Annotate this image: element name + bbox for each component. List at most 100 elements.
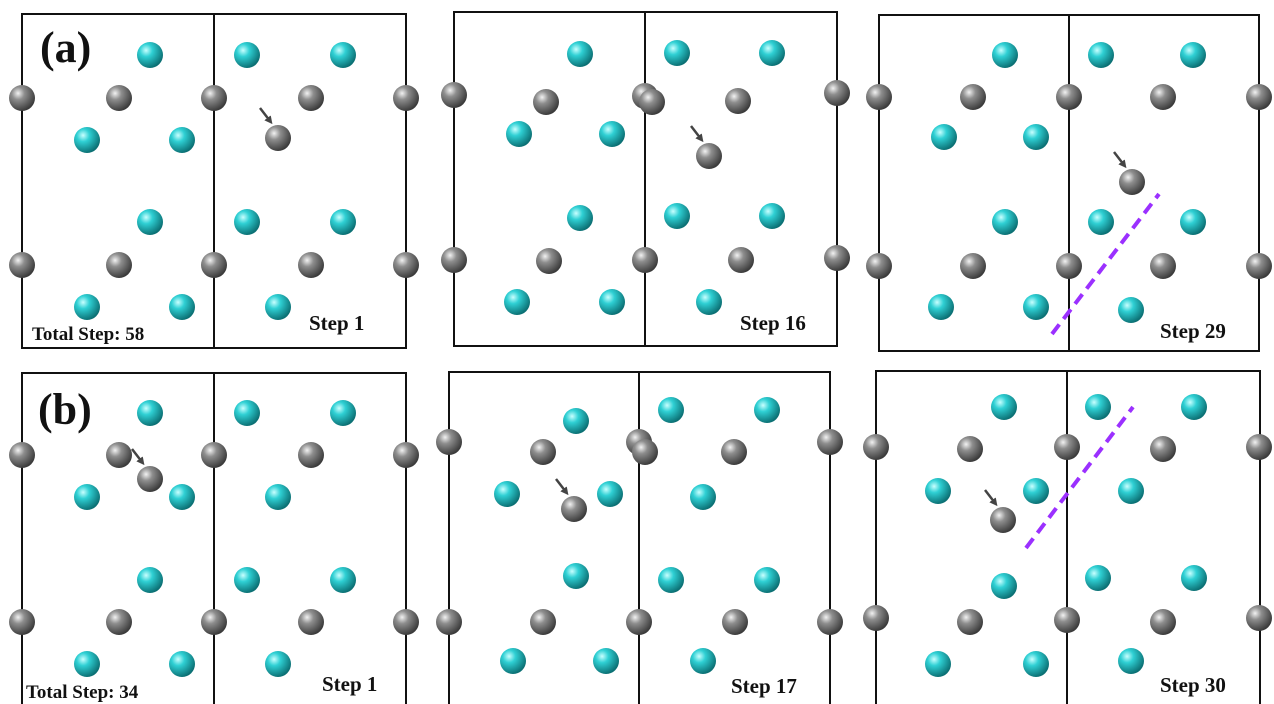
panel-b1-atoms: [9, 400, 419, 677]
gray-atom: [436, 609, 462, 635]
panel-a3-step-label: Step 29: [1160, 319, 1226, 343]
cyan-atom: [1180, 42, 1206, 68]
cyan-atom: [234, 209, 260, 235]
cyan-atom: [696, 289, 722, 315]
cyan-atom: [137, 567, 163, 593]
gray-atom: [725, 88, 751, 114]
row-a-letter: (a): [40, 23, 91, 72]
panel-a2-step-label: Step 16: [740, 311, 806, 335]
cyan-atom: [169, 294, 195, 320]
panel-b3-step-label: Step 30: [1160, 673, 1226, 697]
panel-b3: Step 30: [863, 370, 1272, 704]
cyan-atom: [991, 394, 1017, 420]
gray-atom: [9, 609, 35, 635]
cyan-atom: [759, 203, 785, 229]
gray-atom: [1246, 84, 1272, 110]
cyan-atom: [928, 294, 954, 320]
panel-b3-atoms: [863, 394, 1272, 677]
cyan-atom: [754, 567, 780, 593]
gray-atom: [393, 252, 419, 278]
cyan-atom: [74, 651, 100, 677]
cyan-atom: [1088, 209, 1114, 235]
gray-atom: [201, 442, 227, 468]
gray-atom: [1150, 84, 1176, 110]
gray-atom: [1246, 605, 1272, 631]
cyan-atom: [265, 651, 291, 677]
gray-atom: [201, 252, 227, 278]
gray-atom: [298, 442, 324, 468]
gray-atom: [298, 252, 324, 278]
gray-atom: [721, 439, 747, 465]
gray-atom: [393, 609, 419, 635]
migration-arrow-icon: [690, 125, 704, 143]
gray-atom: [201, 85, 227, 111]
cyan-atom: [1088, 42, 1114, 68]
panel-b1: Total Step: 34 Step 1: [9, 372, 419, 704]
gray-atom: [1150, 253, 1176, 279]
cyan-atom: [664, 40, 690, 66]
cyan-atom: [1023, 651, 1049, 677]
panel-a2-atoms: [441, 40, 850, 315]
gray-atom: [298, 609, 324, 635]
gray-atom: [106, 252, 132, 278]
gray-atom: [626, 609, 652, 635]
gray-atom: [436, 429, 462, 455]
cyan-atom: [1118, 297, 1144, 323]
gray-atom: [393, 442, 419, 468]
gray-atom: [960, 253, 986, 279]
panel-a3-atoms: [866, 42, 1272, 323]
cyan-atom: [563, 563, 589, 589]
gray-atom: [632, 439, 658, 465]
cyan-atom: [1023, 124, 1049, 150]
gray-atom: [863, 434, 889, 460]
panel-b2-atoms: [436, 397, 843, 674]
gray-atom: [817, 609, 843, 635]
cyan-atom: [330, 567, 356, 593]
cyan-atom: [137, 209, 163, 235]
panel-b1-step-label: Step 1: [322, 672, 377, 696]
cyan-atom: [1085, 565, 1111, 591]
cyan-atom: [1085, 394, 1111, 420]
gray-atom: [530, 609, 556, 635]
cyan-atom: [658, 567, 684, 593]
cyan-atom: [137, 400, 163, 426]
cyan-atom: [593, 648, 619, 674]
cyan-atom: [992, 209, 1018, 235]
gray-atom: [9, 442, 35, 468]
panel-a1: Total Step: 58 Step 1: [9, 13, 419, 349]
gray-atom: [1056, 84, 1082, 110]
panel-b2-step-label: Step 17: [731, 674, 797, 698]
cyan-atom: [1181, 394, 1207, 420]
cyan-atom: [265, 484, 291, 510]
cyan-atom: [1023, 478, 1049, 504]
cyan-atom: [265, 294, 291, 320]
gray-atom: [960, 84, 986, 110]
gray-atom: [1150, 436, 1176, 462]
row-b-total-steps: Total Step: 34: [26, 682, 139, 703]
cyan-atom: [690, 484, 716, 510]
cyan-atom: [330, 209, 356, 235]
gray-atom: [728, 247, 754, 273]
gray-atom: [1054, 607, 1080, 633]
cyan-atom: [234, 42, 260, 68]
migrating-atom: [561, 496, 587, 522]
gray-atom: [533, 89, 559, 115]
gray-atom: [722, 609, 748, 635]
row-b-letter: (b): [38, 385, 92, 434]
cyan-atom: [506, 121, 532, 147]
cyan-atom: [1180, 209, 1206, 235]
cyan-atom: [330, 42, 356, 68]
gray-atom: [632, 247, 658, 273]
row-a-total-steps: Total Step: 58: [32, 324, 144, 345]
gray-atom: [1246, 253, 1272, 279]
cyan-atom: [599, 289, 625, 315]
panel-b3-slip-line: [1024, 405, 1135, 550]
gray-atom: [824, 245, 850, 271]
gray-atom: [1056, 253, 1082, 279]
cyan-atom: [234, 567, 260, 593]
cyan-atom: [330, 400, 356, 426]
migrating-atom: [696, 143, 722, 169]
panel-a3-slip-line: [1050, 192, 1161, 336]
gray-atom: [1150, 609, 1176, 635]
gray-atom: [441, 247, 467, 273]
